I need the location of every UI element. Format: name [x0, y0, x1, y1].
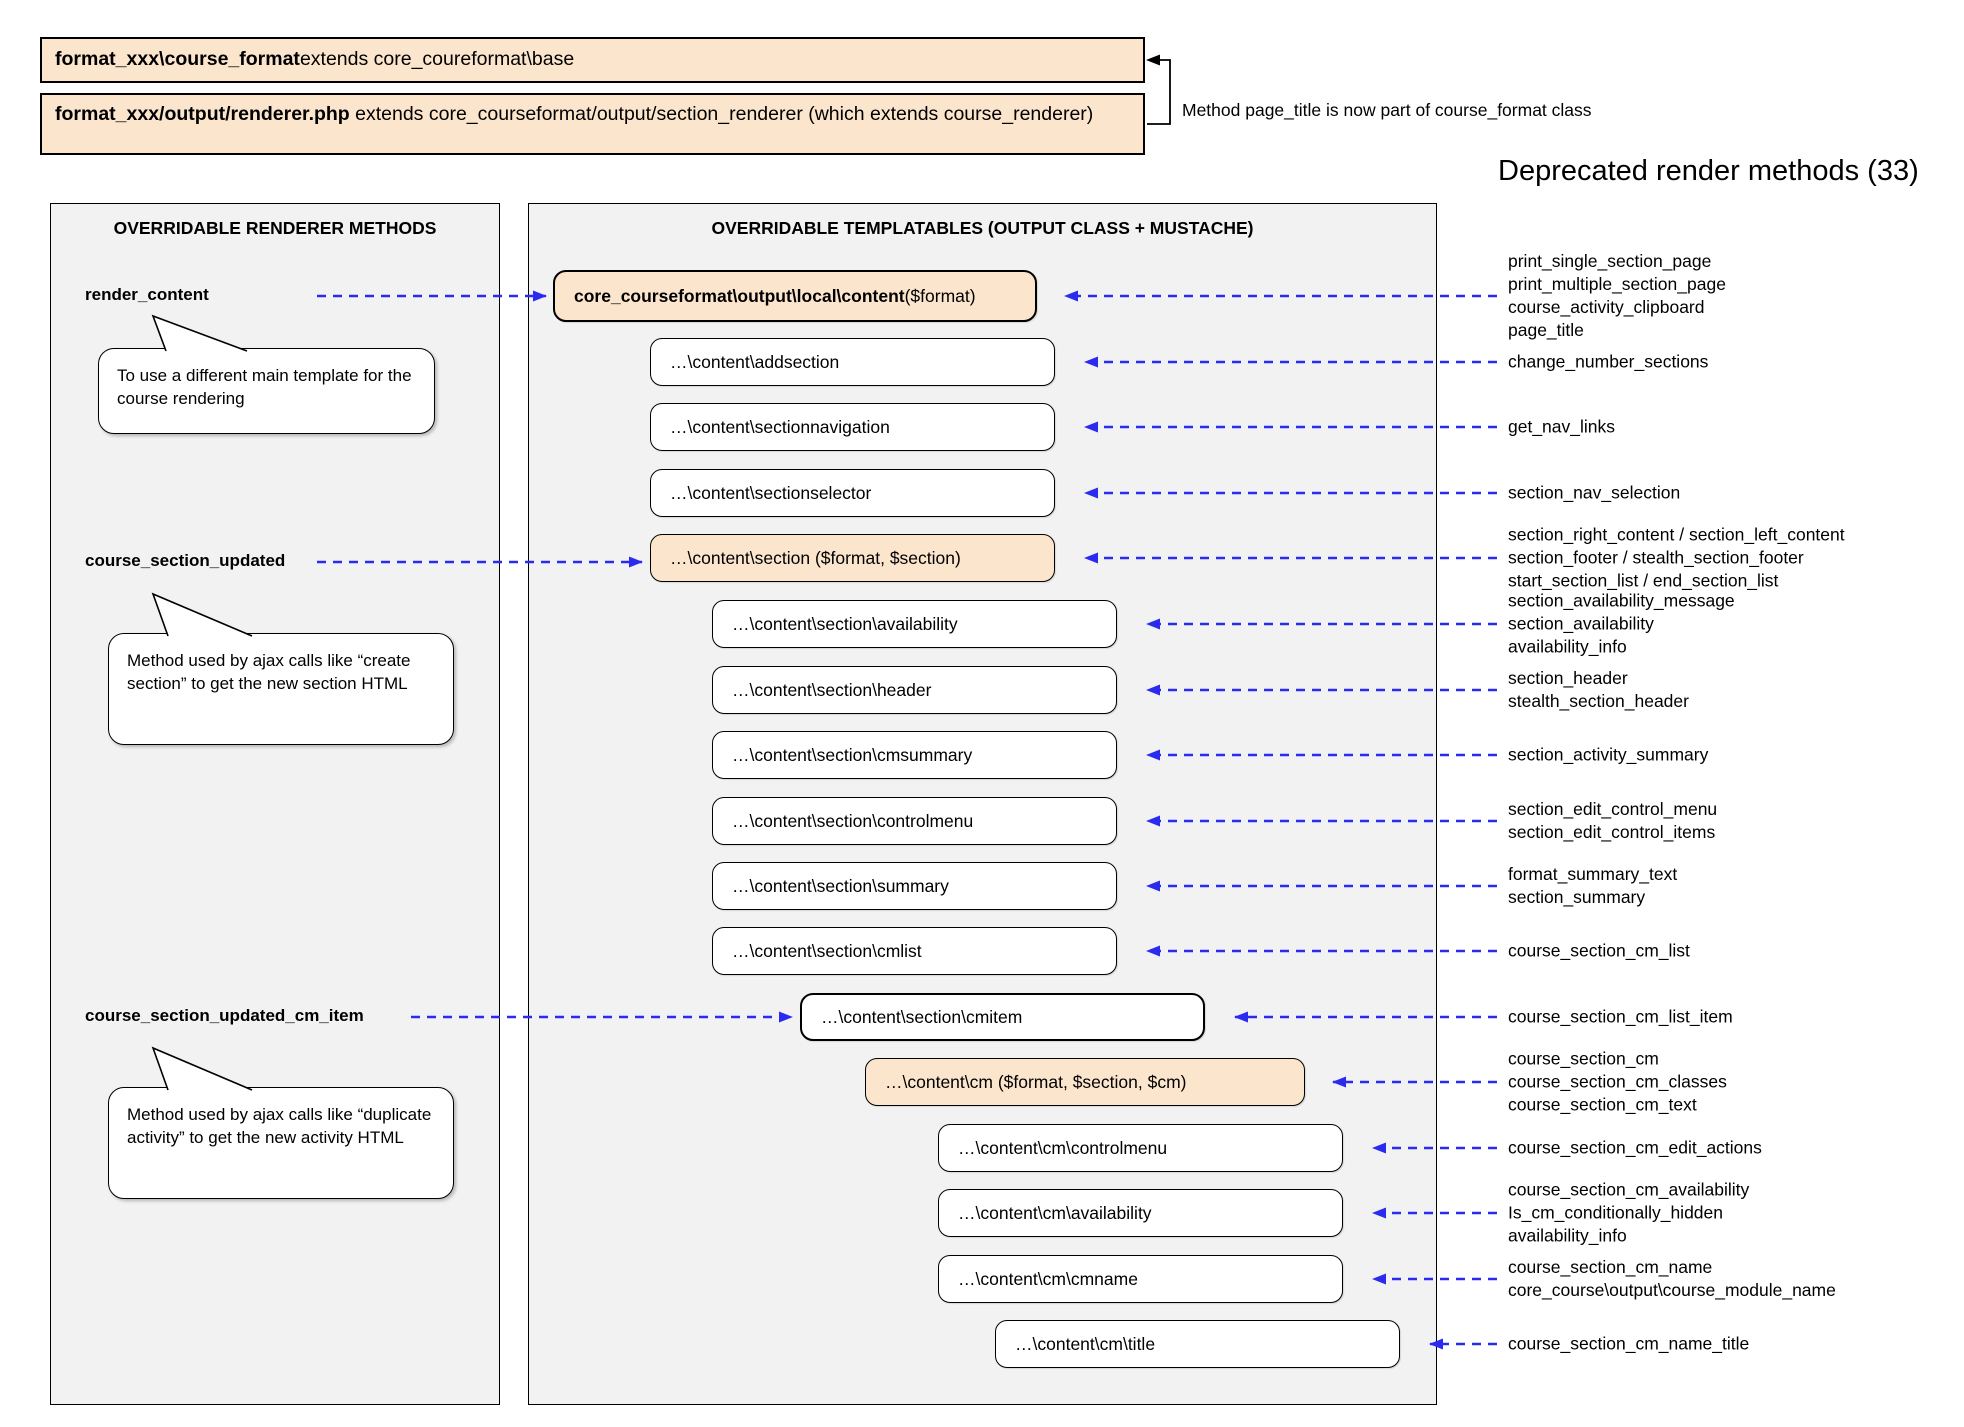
deprecated-group: print_single_section_page print_multiple…	[1508, 250, 1726, 342]
deprecated-group: section_right_content / section_left_con…	[1508, 524, 1845, 593]
deprecated-line: Is_cm_conditionally_hidden	[1508, 1202, 1723, 1223]
deprecated-group: course_section_cm course_section_cm_clas…	[1508, 1048, 1727, 1117]
callout-render-content: To use a different main template for the…	[98, 348, 435, 434]
deprecated-line: section_footer / stealth_section_footer	[1508, 547, 1804, 568]
deprecated-line: print_multiple_section_page	[1508, 274, 1726, 294]
template-box-addsection: …\content\addsection	[650, 338, 1055, 386]
deprecated-line: course_section_cm	[1508, 1048, 1659, 1069]
deprecated-line: course_section_cm_name_title	[1508, 1333, 1750, 1354]
template-box-cm-controlmenu: …\content\cm\controlmenu	[938, 1124, 1343, 1172]
deprecated-group: section_availability_message section_ava…	[1508, 590, 1735, 659]
callout-course-section-updated: Method used by ajax calls like “create s…	[108, 633, 454, 745]
deprecated-group: course_section_cm_list_item	[1508, 1006, 1733, 1029]
deprecated-line: page_title	[1508, 320, 1584, 340]
template-box-section-cmsummary: …\content\section\cmsummary	[712, 731, 1117, 779]
deprecated-line: section_nav_selection	[1508, 482, 1681, 503]
renderer-class-box: format_xxx/output/renderer.php extends c…	[40, 93, 1145, 155]
template-box-section-cmlist: …\content\section\cmlist	[712, 927, 1117, 975]
renderer-file: format_xxx/output/renderer.php	[55, 103, 350, 125]
deprecated-line: course_activity_clipboard	[1508, 297, 1705, 317]
template-box-section-summary: …\content\section\summary	[712, 862, 1117, 910]
template-box-cm-title: …\content\cm\title	[995, 1320, 1400, 1368]
deprecated-line: course_section_cm_edit_actions	[1508, 1137, 1762, 1158]
deprecated-group: format_summary_text section_summary	[1508, 863, 1677, 909]
template-box-cm-availability: …\content\cm\availability	[938, 1189, 1343, 1237]
deprecated-group: course_section_cm_name core_course\outpu…	[1508, 1256, 1836, 1302]
deprecated-line: section_activity_summary	[1508, 744, 1709, 765]
class-extends: extends core_coureformat\base	[299, 48, 575, 71]
renderer-methods-panel-title: OVERRIDABLE RENDERER METHODS	[113, 218, 437, 238]
deprecated-group: section_edit_control_menu section_edit_c…	[1508, 798, 1717, 844]
deprecated-line: section_summary	[1508, 887, 1646, 907]
deprecated-group: change_number_sections	[1508, 351, 1708, 374]
deprecated-line: availability_info	[1508, 636, 1627, 657]
deprecated-line: start_section_list / end_section_list	[1508, 570, 1779, 591]
deprecated-line: course_section_cm_availability	[1508, 1179, 1750, 1200]
deprecated-group: section_activity_summary	[1508, 744, 1708, 767]
template-box-cm: …\content\cm ($format, $section, $cm)	[865, 1058, 1305, 1106]
deprecated-line: availability_info	[1508, 1225, 1627, 1246]
method-label-course-section-updated: course_section_updated	[85, 551, 286, 570]
method-label-render-content: render_content	[85, 285, 209, 304]
template-box-cm-cmname: …\content\cm\cmname	[938, 1255, 1343, 1303]
template-box-section-header: …\content\section\header	[712, 666, 1117, 714]
deprecated-line: section_availability	[1508, 613, 1654, 634]
deprecated-group: course_section_cm_list	[1508, 940, 1690, 963]
template-box-sectionselector: …\content\sectionselector	[650, 469, 1055, 517]
class-name: format_xxx\course_format	[55, 48, 300, 71]
deprecated-line: section_header	[1508, 668, 1628, 688]
bracket-note: Method page_title is now part of course_…	[1182, 100, 1592, 120]
bracket-connector	[1147, 59, 1171, 125]
template-box-sectionnavigation: …\content\sectionnavigation	[650, 403, 1055, 451]
template-box-content-args: ($format)	[904, 285, 976, 306]
deprecated-line: section_right_content / section_left_con…	[1508, 524, 1845, 545]
deprecated-line: print_single_section_page	[1508, 251, 1712, 271]
deprecated-line: course_section_cm_name	[1508, 1257, 1713, 1277]
templatables-panel-title: OVERRIDABLE TEMPLATABLES (OUTPUT CLASS +…	[711, 218, 1254, 238]
deprecated-line: get_nav_links	[1508, 416, 1616, 437]
deprecated-group: course_section_cm_availability Is_cm_con…	[1508, 1179, 1749, 1248]
template-box-content: core_courseformat\output\local\content (…	[553, 270, 1037, 322]
deprecated-line: format_summary_text	[1508, 864, 1678, 884]
deprecated-line: section_edit_control_items	[1508, 822, 1716, 842]
deprecated-line: course_section_cm_list	[1508, 940, 1690, 961]
template-box-section-availability: …\content\section\availability	[712, 600, 1117, 648]
renderer-extends: extends core_courseformat/output/section…	[349, 103, 1094, 125]
deprecated-group: course_section_cm_edit_actions	[1508, 1137, 1762, 1160]
deprecated-line: course_section_cm_classes	[1508, 1071, 1727, 1092]
deprecated-heading: Deprecated render methods (33)	[1498, 155, 1919, 187]
template-box-section-controlmenu: …\content\section\controlmenu	[712, 797, 1117, 845]
deprecated-line: course_section_cm_list_item	[1508, 1006, 1733, 1027]
method-label-course-section-updated-cm-item: course_section_updated_cm_item	[85, 1006, 364, 1025]
deprecated-line: section_availability_message	[1508, 590, 1735, 611]
deprecated-line: change_number_sections	[1508, 351, 1709, 372]
deprecated-group: section_header stealth_section_header	[1508, 667, 1689, 713]
course-format-class-box: format_xxx\course_format extends core_co…	[40, 37, 1145, 83]
deprecated-group: section_nav_selection	[1508, 482, 1680, 505]
template-box-section: …\content\section ($format, $section)	[650, 534, 1055, 582]
deprecated-group: get_nav_links	[1508, 416, 1615, 439]
template-box-content-class: core_courseformat\output\local\content	[574, 285, 905, 306]
deprecated-line: section_edit_control_menu	[1508, 799, 1718, 819]
deprecated-line: stealth_section_header	[1508, 691, 1689, 711]
deprecated-line: core_course\output\course_module_name	[1508, 1280, 1836, 1300]
deprecated-line: course_section_cm_text	[1508, 1094, 1697, 1115]
deprecated-group: course_section_cm_name_title	[1508, 1333, 1749, 1356]
callout-course-section-updated-cm-item: Method used by ajax calls like “duplicat…	[108, 1087, 454, 1199]
bracket-arrowhead-icon	[1146, 54, 1160, 66]
template-box-section-cmitem: …\content\section\cmitem	[800, 993, 1205, 1041]
